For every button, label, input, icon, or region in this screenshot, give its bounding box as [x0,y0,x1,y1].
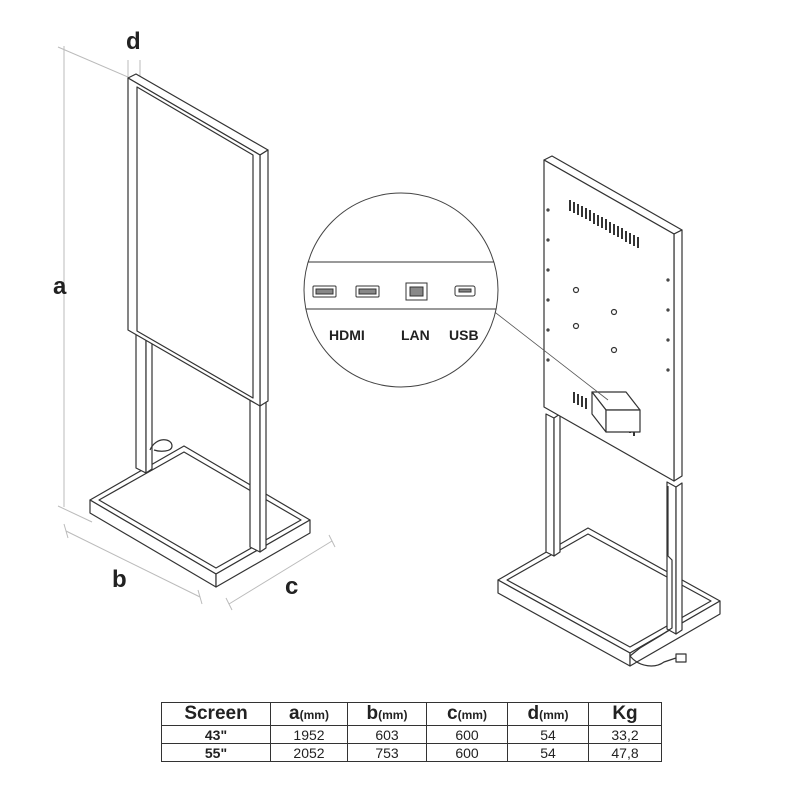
cell-screen: 55" [161,743,271,762]
front-panel [127,73,269,407]
cell-a: 2052 [270,743,348,762]
dimension-label-a: a [53,273,67,300]
front-stand [89,73,311,588]
back-screws [546,208,670,372]
cell-a: 1952 [270,725,348,744]
back-posts [545,413,687,667]
port-label-lan: LAN [401,327,430,343]
usb-port-icon [454,285,476,297]
cell-c: 600 [426,743,508,762]
cell-b: 603 [347,725,427,744]
connector-zoom-callout [303,192,609,401]
callout-leader-line [482,302,609,401]
dimension-lines [57,46,336,611]
hdmi-port-2-icon [355,285,380,298]
zoom-circle [303,192,499,388]
header-a: a(mm) [270,702,348,726]
lan-port-icon [405,282,428,301]
header-screen: Screen [161,702,271,726]
cell-kg: 47,8 [588,743,662,762]
cell-screen: 43" [161,725,271,744]
table-row: 43" 1952 603 600 54 33,2 [161,725,662,744]
port-label-hdmi: HDMI [329,327,365,343]
port-label-usb: USB [449,327,479,343]
dimension-label-d: d [126,28,141,55]
spec-table: Screen a(mm) b(mm) c(mm) d(mm) Kg 43" 19… [161,702,662,762]
back-panel [543,155,683,482]
hdmi-port-icon [312,285,337,298]
cell-c: 600 [426,725,508,744]
cell-b: 753 [347,743,427,762]
cell-d: 54 [507,743,589,762]
front-post-right [249,395,267,553]
table-row: 55" 2052 753 600 54 47,8 [161,743,662,762]
header-b: b(mm) [347,702,427,726]
dimension-label-b: b [112,566,127,593]
back-base [497,527,721,667]
header-kg: Kg [588,702,662,726]
header-d: d(mm) [507,702,589,726]
back-stand [497,155,721,667]
table-header-row: Screen a(mm) b(mm) c(mm) d(mm) Kg [161,702,662,726]
header-c: c(mm) [426,702,508,726]
cell-d: 54 [507,725,589,744]
cell-kg: 33,2 [588,725,662,744]
dimension-label-c: c [285,573,298,600]
front-post [135,333,173,474]
